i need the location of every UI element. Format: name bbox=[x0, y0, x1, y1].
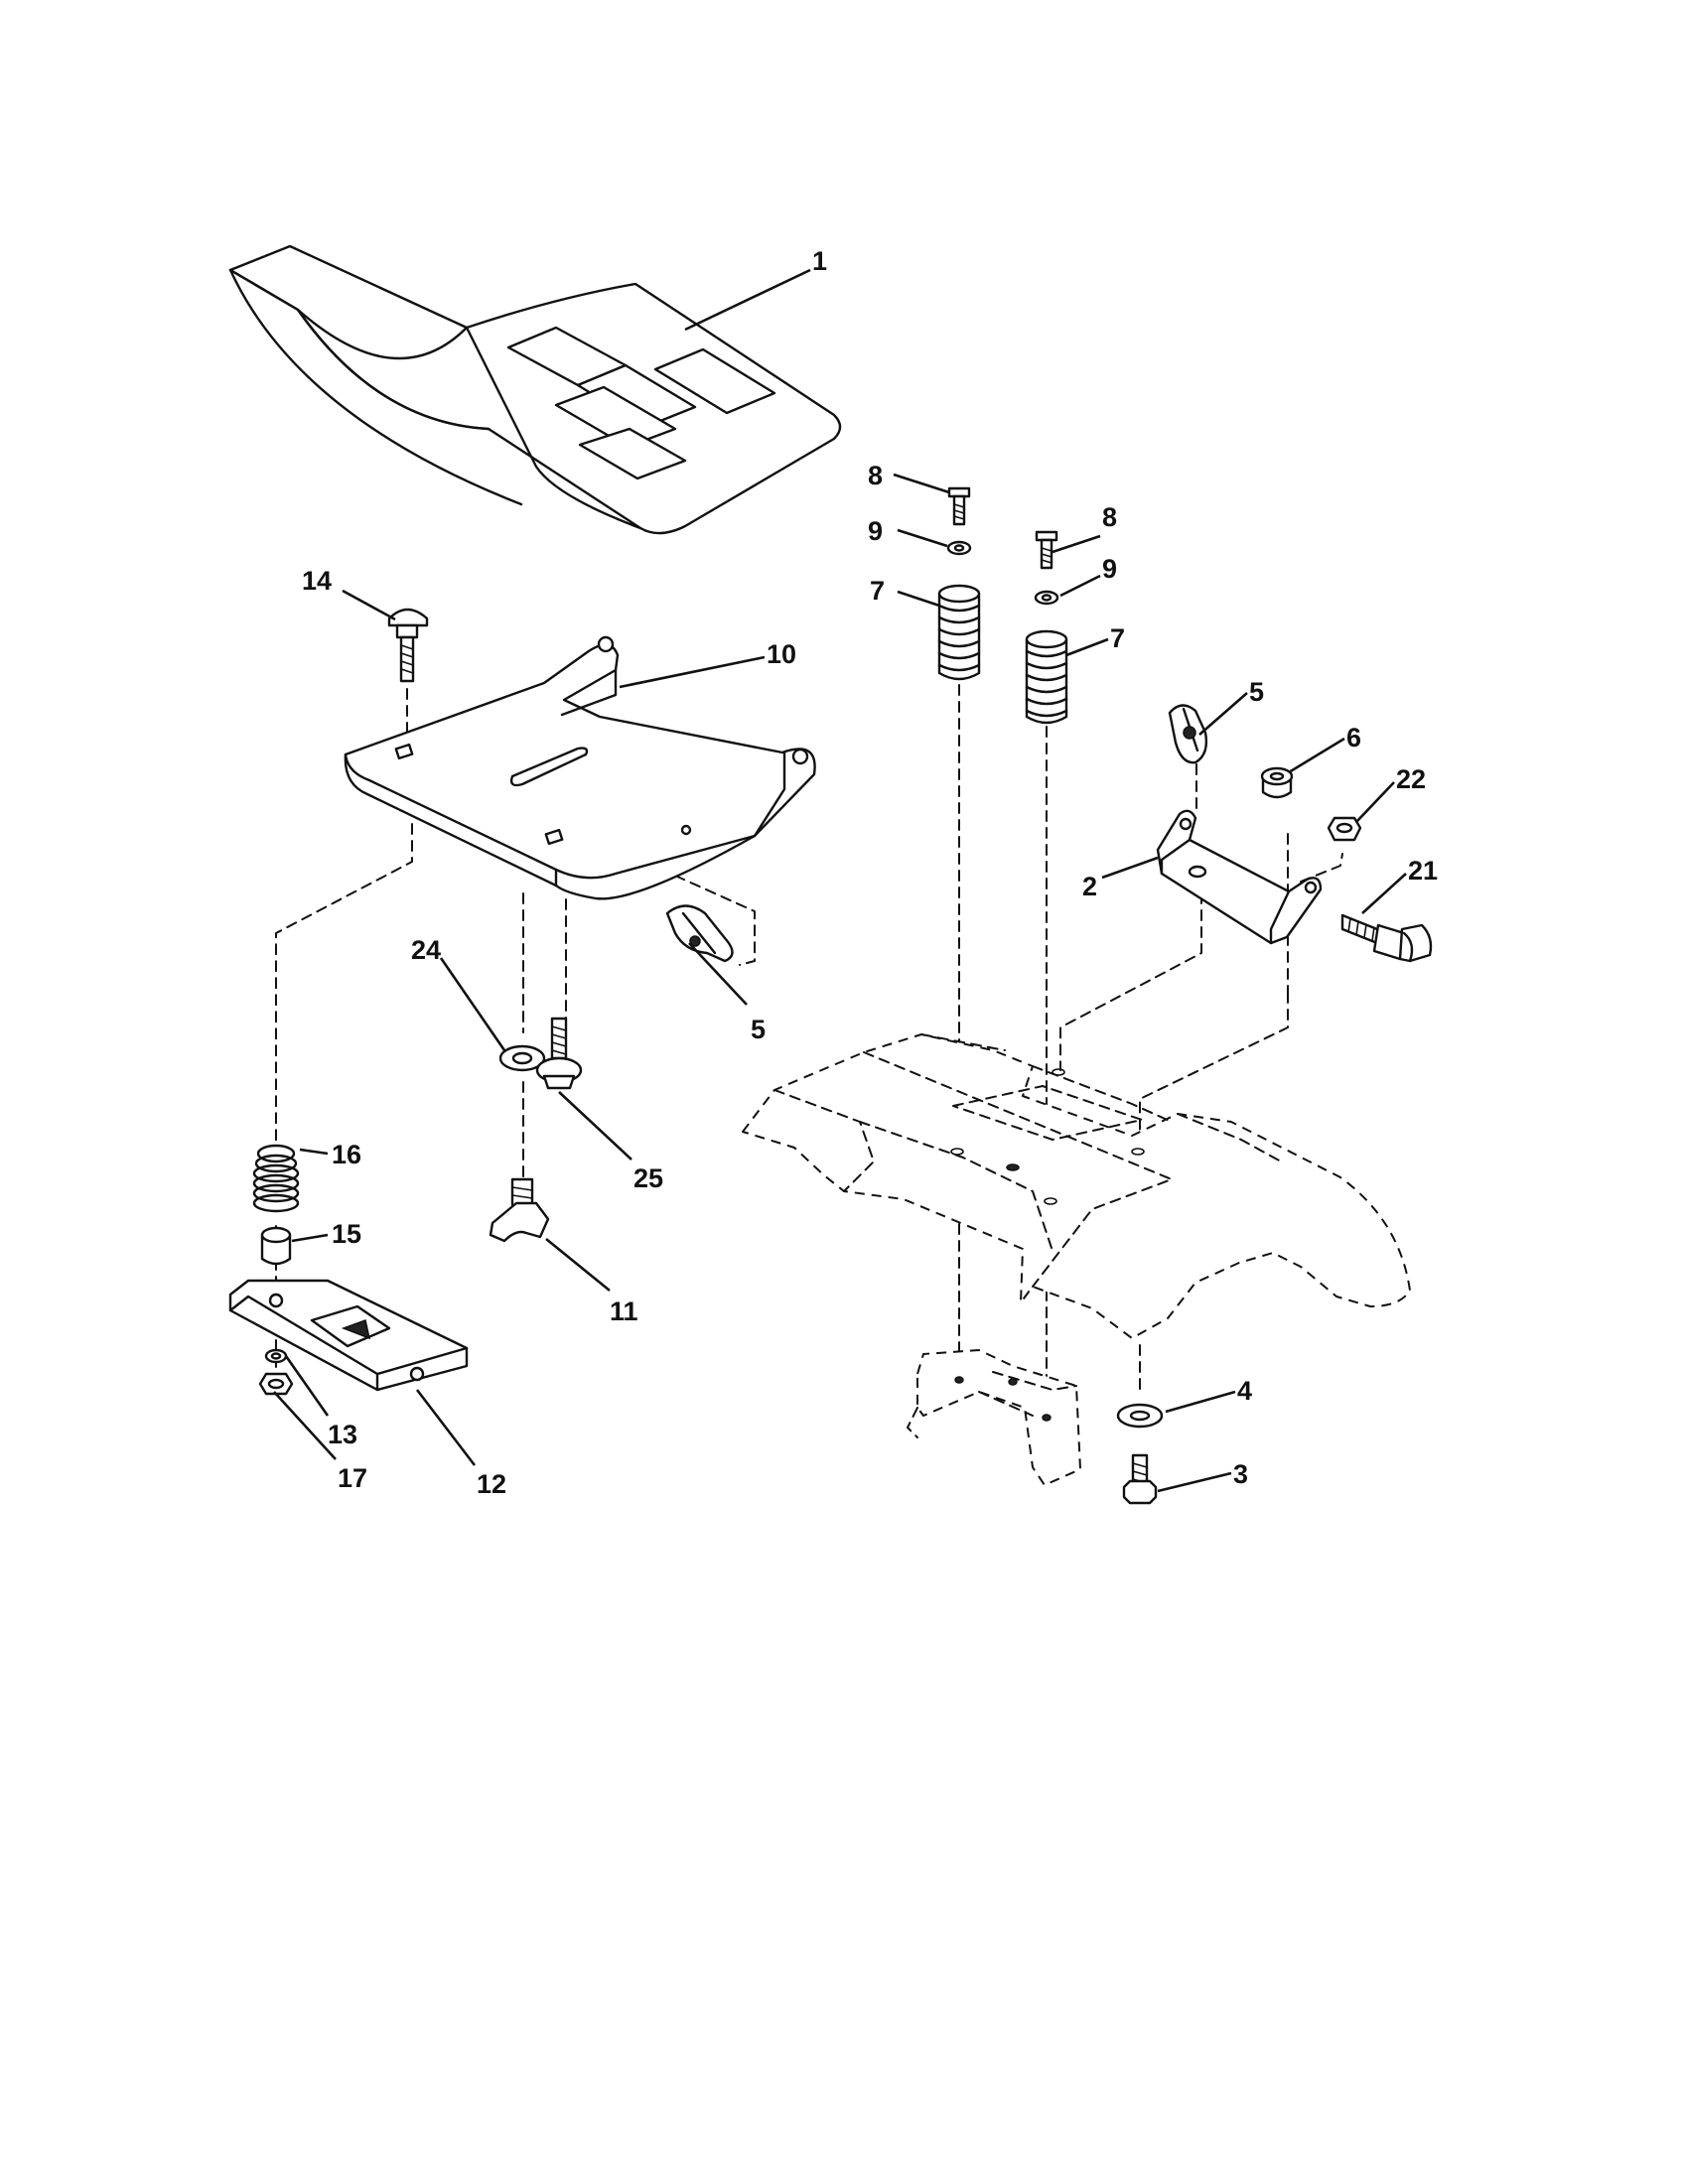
flat-washer-4 bbox=[1116, 1403, 1164, 1429]
callout-8-left: 8 bbox=[868, 461, 883, 490]
callout-24: 24 bbox=[411, 935, 441, 965]
callout-9-left: 9 bbox=[868, 516, 883, 546]
hairpin-clip-left bbox=[665, 904, 734, 963]
callout-13: 13 bbox=[328, 1420, 357, 1449]
callout-12: 12 bbox=[477, 1469, 506, 1499]
shoulder-bolt-21 bbox=[1340, 913, 1433, 963]
flat-washer-24 bbox=[498, 1044, 546, 1072]
spring-7-right bbox=[1025, 629, 1068, 725]
spacer-bushing bbox=[260, 1226, 292, 1266]
frame-mount-outline bbox=[907, 1349, 1081, 1486]
seat-cushion bbox=[228, 244, 842, 535]
callout-7-left: 7 bbox=[870, 576, 885, 606]
pivot-bracket bbox=[1156, 809, 1323, 945]
washer-9-left bbox=[946, 540, 972, 556]
spring-16 bbox=[252, 1144, 300, 1213]
leader-lines bbox=[273, 268, 1407, 1493]
fender-outline bbox=[742, 1033, 1411, 1339]
callout-5-right: 5 bbox=[1249, 677, 1264, 707]
hairpin-clip-right bbox=[1168, 704, 1208, 764]
shoulder-bolt bbox=[535, 1017, 583, 1090]
hex-nut-17 bbox=[258, 1372, 294, 1396]
callout-1: 1 bbox=[812, 246, 827, 276]
callout-6: 6 bbox=[1346, 723, 1361, 752]
callout-14: 14 bbox=[302, 566, 332, 596]
callout-2: 2 bbox=[1082, 872, 1097, 901]
callout-16: 16 bbox=[332, 1140, 361, 1169]
washer-9-right bbox=[1034, 590, 1059, 606]
callout-11: 11 bbox=[610, 1297, 638, 1326]
carriage-bolt bbox=[387, 608, 429, 683]
callout-8-right: 8 bbox=[1102, 502, 1117, 532]
callout-10: 10 bbox=[767, 639, 796, 669]
callout-9-right: 9 bbox=[1102, 554, 1117, 584]
callout-labels: 1 10 14 5 24 25 11 16 15 12 13 17 8 9 7 … bbox=[302, 246, 1438, 1499]
hex-nut-22 bbox=[1327, 816, 1362, 842]
seat-pan bbox=[344, 635, 816, 900]
spring-7-left bbox=[937, 584, 981, 681]
callout-25: 25 bbox=[633, 1163, 663, 1193]
bolt-8-left bbox=[947, 486, 971, 526]
bolt-8-right bbox=[1035, 530, 1058, 570]
callout-15: 15 bbox=[332, 1219, 361, 1249]
lock-washer bbox=[264, 1348, 288, 1364]
callout-17: 17 bbox=[338, 1463, 367, 1493]
seat-slide-bracket bbox=[228, 1279, 469, 1392]
hex-nut-6 bbox=[1260, 766, 1294, 799]
callout-7-right: 7 bbox=[1110, 623, 1125, 653]
callout-22: 22 bbox=[1396, 764, 1426, 794]
callout-4: 4 bbox=[1237, 1376, 1252, 1406]
hex-bolt-3 bbox=[1122, 1453, 1158, 1505]
callout-21: 21 bbox=[1408, 856, 1438, 886]
callout-3: 3 bbox=[1233, 1459, 1248, 1489]
callout-5-left: 5 bbox=[751, 1015, 766, 1044]
adjustment-knob bbox=[489, 1177, 550, 1243]
